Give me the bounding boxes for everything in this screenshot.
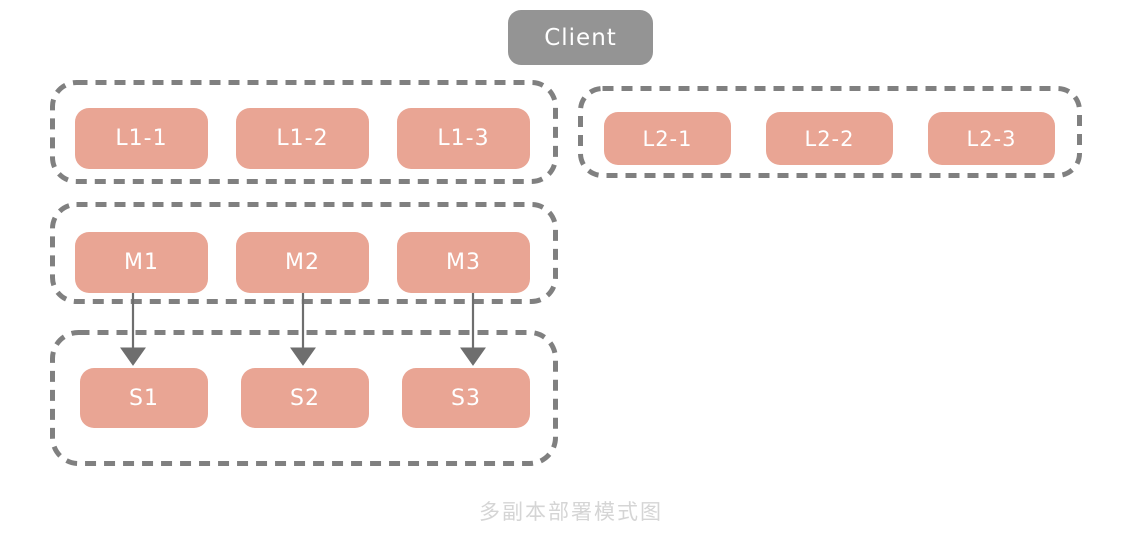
node-l1-3-label: L1-3 bbox=[437, 126, 490, 151]
node-l1-1-label: L1-1 bbox=[115, 126, 168, 151]
node-l1-1[interactable]: L1-1 bbox=[75, 108, 208, 169]
node-s2[interactable]: S2 bbox=[241, 368, 369, 428]
slave-group-container bbox=[50, 330, 558, 466]
node-m2[interactable]: M2 bbox=[236, 232, 369, 293]
diagram-caption: 多副本部署模式图 bbox=[479, 500, 663, 524]
slave-group-border bbox=[50, 330, 558, 466]
node-s3-label: S3 bbox=[451, 385, 481, 411]
client-node[interactable]: Client bbox=[508, 10, 653, 65]
node-l2-2-label: L2-2 bbox=[804, 126, 855, 151]
client-node-label: Client bbox=[544, 24, 617, 51]
node-l2-3-label: L2-3 bbox=[966, 126, 1017, 151]
node-l2-2[interactable]: L2-2 bbox=[766, 112, 893, 165]
node-m2-label: M2 bbox=[285, 250, 320, 275]
node-l2-1[interactable]: L2-1 bbox=[604, 112, 731, 165]
l1-group-container bbox=[50, 80, 558, 184]
node-s1[interactable]: S1 bbox=[80, 368, 208, 428]
node-l1-2-label: L1-2 bbox=[276, 126, 329, 151]
node-l1-3[interactable]: L1-3 bbox=[397, 108, 530, 169]
node-m3-label: M3 bbox=[446, 250, 481, 275]
node-s2-label: S2 bbox=[290, 385, 320, 411]
node-l2-3[interactable]: L2-3 bbox=[928, 112, 1055, 165]
node-m1[interactable]: M1 bbox=[75, 232, 208, 293]
node-s1-label: S1 bbox=[129, 385, 159, 411]
l1-group-border bbox=[50, 80, 558, 184]
node-l1-2[interactable]: L1-2 bbox=[236, 108, 369, 169]
node-m1-label: M1 bbox=[124, 250, 159, 275]
node-s3[interactable]: S3 bbox=[402, 368, 530, 428]
node-l2-1-label: L2-1 bbox=[642, 126, 693, 151]
node-m3[interactable]: M3 bbox=[397, 232, 530, 293]
